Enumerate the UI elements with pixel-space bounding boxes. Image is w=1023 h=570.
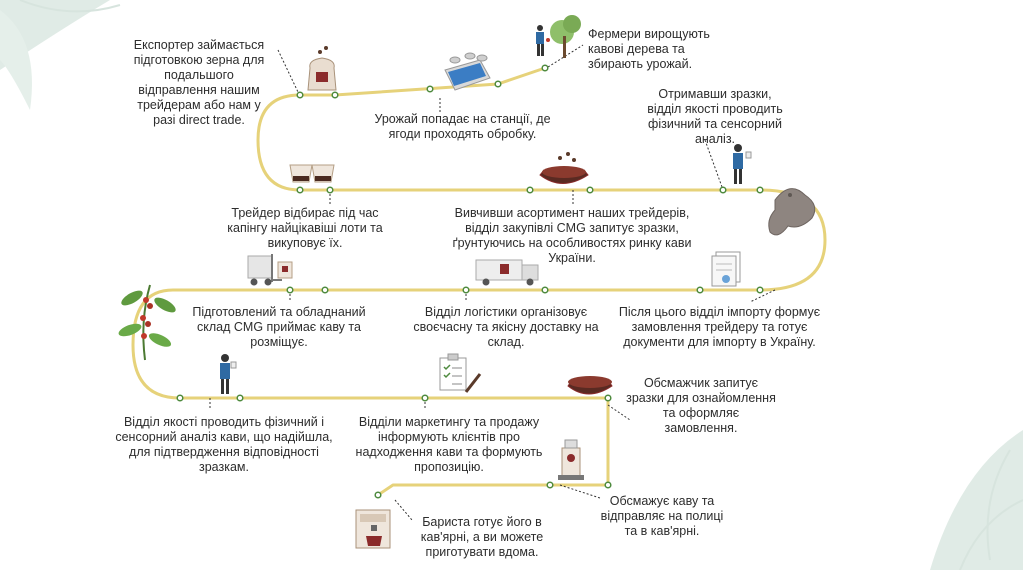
warehouse-forklift-icon [247, 254, 293, 286]
step-trader-label: Трейдер відбирає під час капінгу найціка… [227, 206, 383, 250]
step-logistics-label: Відділ логістики організовує своєчасну т… [413, 305, 599, 349]
roasted-beans-tray-icon [567, 376, 613, 395]
coffee-sample-tray-icon [539, 152, 589, 184]
delivery-truck-icon [475, 259, 539, 286]
step-import-label: Після цього відділ імпорту формує замовл… [618, 305, 821, 349]
step-marketing-label: Відділи маркетингу та продажу інформують… [355, 415, 543, 474]
import-documents-icon [711, 251, 741, 287]
cupping-spoon-icon [768, 188, 816, 236]
quality-specialist-icon [220, 354, 237, 394]
farmer-tree-icon [536, 15, 581, 58]
step-exporter-label: Експортер займається підготовкою зерна д… [133, 38, 265, 127]
waypoint-nodes [176, 64, 764, 499]
quality-specialist-icon [733, 144, 752, 184]
roaster-machine-icon [558, 439, 584, 480]
palm-leaf-decoration-top-left [0, 0, 121, 110]
step-quality-arrival-label: Відділ якості проводить фізичний і сенсо… [115, 415, 333, 474]
step-warehouse-label: Підготовлений та обладнаний склад CMG пр… [192, 305, 366, 349]
cupping-cups-icon [289, 164, 335, 183]
espresso-machine-icon [355, 509, 391, 549]
coffee-branch-icon [118, 284, 176, 361]
clipboard-checklist-icon [439, 353, 482, 393]
washing-station-icon [444, 52, 491, 91]
step-farmers-label: Фермери вирощують кавові дерева та збира… [588, 27, 710, 71]
step-roaster-request-label: Обсмажчик запитує зразки для ознайомленн… [626, 376, 776, 435]
coffee-sack-icon [307, 46, 337, 91]
step-barista-label: Бариста готує його в кав'ярні, а ви може… [420, 515, 544, 559]
step-roaster-label: Обсмажує каву та відправляє на полиці та… [600, 494, 724, 538]
step-purchasing-label: Вивчивши асортимент наших трейдерів, від… [452, 206, 692, 265]
step-station-label: Урожай попадає на станції, де ягоди прох… [374, 112, 551, 141]
palm-leaf-decoration-bottom-right [930, 430, 1023, 570]
process-path [131, 66, 827, 497]
step-quality-samples-label: Отримавши зразки, відділ якості проводит… [647, 87, 783, 146]
